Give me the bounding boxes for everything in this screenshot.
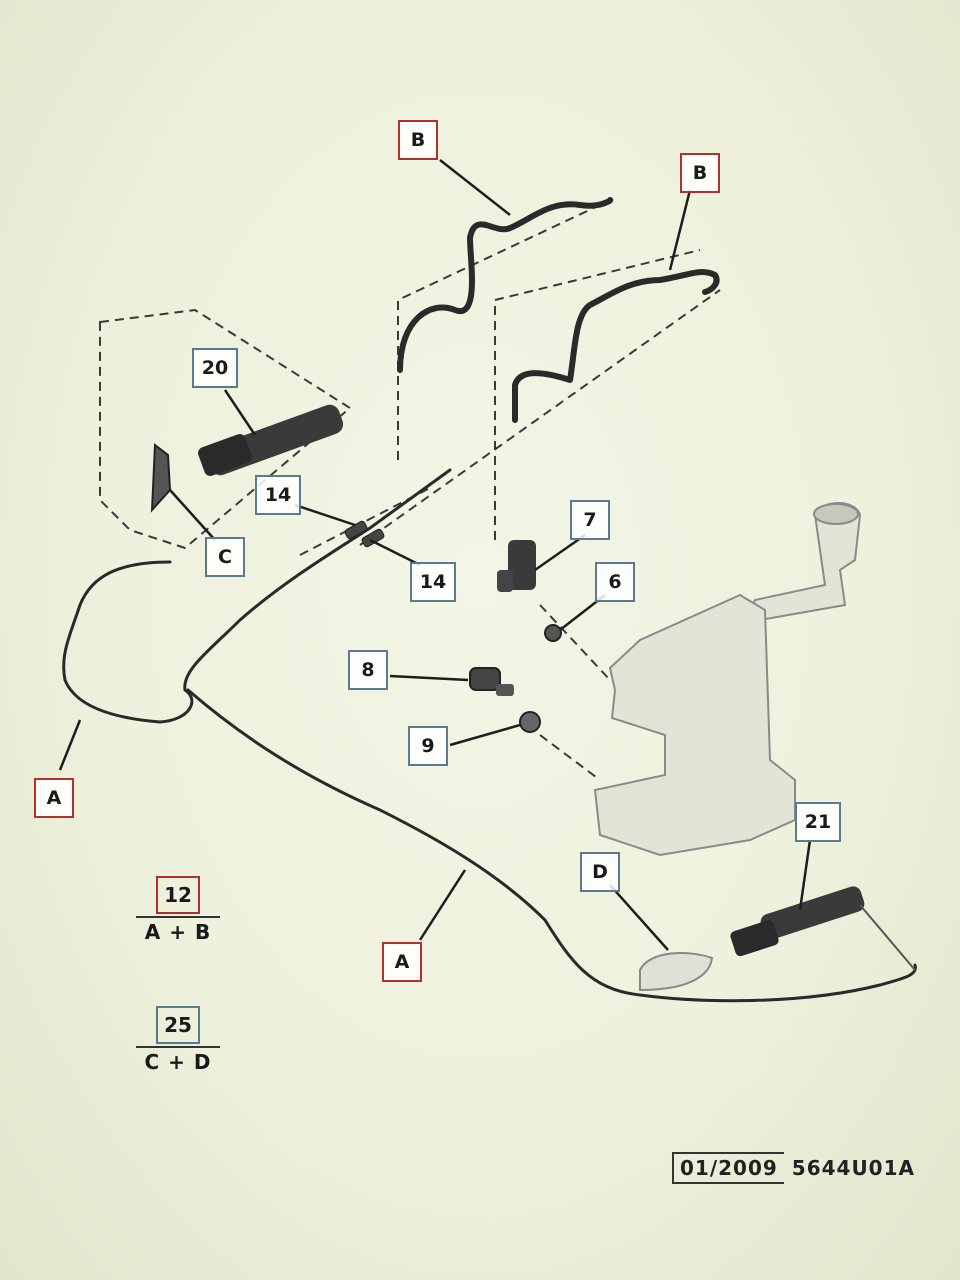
washer-pump-7 — [497, 540, 536, 592]
washer-reservoir — [593, 502, 862, 857]
callout-a-bottom: A — [382, 942, 422, 982]
grommet-to-tank-dash — [539, 734, 601, 781]
kit-25-contents: C + D — [144, 1050, 212, 1074]
callout-a-left: A — [34, 778, 74, 818]
kit-12-divider — [136, 916, 220, 918]
callout-b-right: B — [680, 153, 720, 193]
kit-12-contents: A + B — [144, 920, 212, 944]
hose-b-outline-right — [494, 249, 701, 540]
diagram-footer: 01/2009 5644U01A — [672, 1152, 915, 1184]
callout-6: 6 — [595, 562, 635, 602]
pump-to-tank-dash — [539, 604, 611, 681]
callout-8: 8 — [348, 650, 388, 690]
callout-14-top: 14 — [255, 475, 301, 515]
hose-b-right — [512, 269, 720, 423]
footer-code: 5644U01A — [791, 1156, 915, 1180]
kit-12: 12 A + B — [128, 876, 228, 946]
assembly-outlines — [99, 204, 721, 781]
kit-12-number: 12 — [156, 876, 200, 914]
hose-a-loop — [62, 468, 452, 724]
headlamp-washer-cover-d — [639, 952, 714, 992]
kit-25-number: 25 — [156, 1006, 200, 1044]
callout-d: D — [580, 852, 620, 892]
callout-7: 7 — [570, 500, 610, 540]
jet-group-outline — [99, 308, 352, 550]
callout-21: 21 — [795, 802, 841, 842]
hose-route-dash-1 — [359, 289, 721, 546]
hose-a-main — [186, 688, 917, 1003]
callout-9: 9 — [408, 726, 448, 766]
bumper-outline — [859, 904, 916, 971]
callout-20: 20 — [192, 348, 238, 388]
callout-c: C — [205, 537, 245, 577]
callout-14-bottom: 14 — [410, 562, 456, 602]
level-sensor-8 — [469, 667, 514, 696]
footer-date: 01/2009 — [672, 1152, 784, 1184]
kit-25: 25 C + D — [128, 1006, 228, 1076]
hose-b-left — [397, 197, 614, 373]
sensor-grommet-9 — [519, 711, 541, 733]
headlamp-jet-20 — [198, 404, 344, 476]
pump-seal-6 — [544, 624, 562, 642]
hose-b-outline-left — [397, 204, 601, 460]
callout-b-left: B — [398, 120, 438, 160]
headlamp-jet-21 — [730, 886, 865, 957]
hose-b-pipes — [397, 197, 720, 423]
hose-a-pipes — [62, 468, 917, 1003]
kit-25-divider — [136, 1046, 220, 1048]
headlamp-washer-cover-c — [150, 443, 172, 513]
